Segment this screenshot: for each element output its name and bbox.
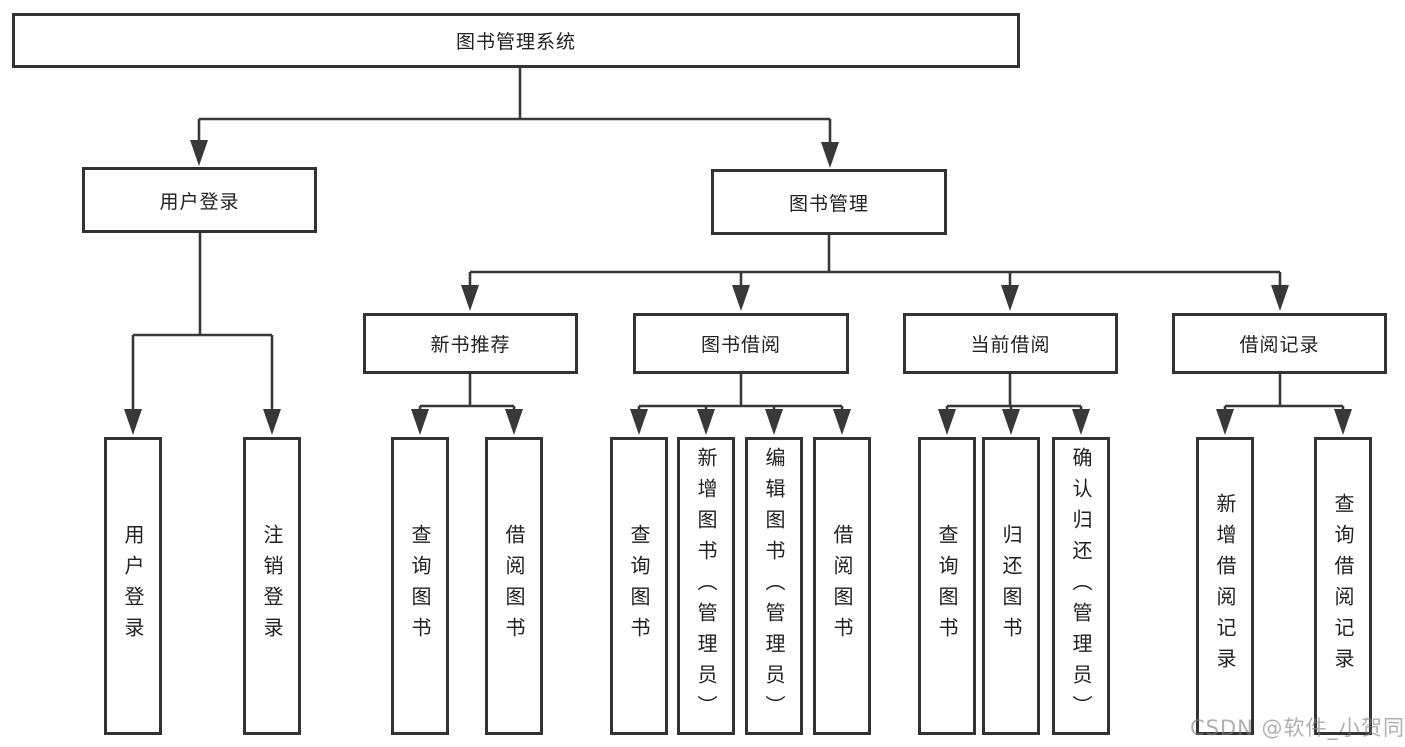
leaf-user-login: 用户登录 (104, 437, 162, 735)
node-new-book-recommend: 新书推荐 (363, 313, 578, 374)
leaf-query-books-borrow-label: 查询图书 (627, 524, 651, 648)
leaf-user-login-label: 用户登录 (121, 524, 145, 648)
node-borrow-records-label: 借阅记录 (1239, 334, 1320, 356)
node-root-label: 图书管理系统 (455, 31, 576, 53)
node-book-borrow-label: 图书借阅 (700, 334, 781, 356)
leaf-confirm-return-admin: 确认归还（管理员） (1052, 437, 1110, 735)
leaf-logout: 注销登录 (243, 437, 301, 735)
leaf-query-books-recommend-label: 查询图书 (408, 524, 432, 648)
node-root: 图书管理系统 (12, 13, 1020, 68)
leaf-query-borrow-record: 查询借阅记录 (1314, 437, 1372, 735)
leaf-add-book-admin: 新增图书（管理员） (677, 437, 735, 735)
leaf-return-book-label: 归还图书 (999, 524, 1023, 648)
leaf-borrow-books-label: 借阅图书 (830, 524, 854, 648)
node-current-borrow: 当前借阅 (903, 313, 1118, 374)
leaf-query-books-recommend: 查询图书 (391, 437, 449, 735)
leaf-borrow-books: 借阅图书 (813, 437, 871, 735)
leaf-query-borrow-record-label: 查询借阅记录 (1331, 493, 1355, 679)
leaf-add-borrow-record: 新增借阅记录 (1196, 437, 1254, 735)
leaf-query-books-borrow: 查询图书 (610, 437, 668, 735)
leaf-logout-label: 注销登录 (260, 524, 284, 648)
leaf-edit-book-admin-label: 编辑图书（管理员） (762, 446, 786, 726)
node-book-management-label: 图书管理 (788, 192, 869, 215)
leaf-add-borrow-record-label: 新增借阅记录 (1213, 493, 1237, 679)
node-book-borrow: 图书借阅 (633, 313, 849, 374)
leaf-confirm-return-admin-label: 确认归还（管理员） (1069, 446, 1093, 726)
leaf-borrow-books-recommend-label: 借阅图书 (502, 524, 526, 648)
leaf-return-book: 归还图书 (982, 437, 1040, 735)
node-book-management: 图书管理 (711, 169, 947, 235)
node-user-login: 用户登录 (82, 167, 317, 233)
leaf-add-book-admin-label: 新增图书（管理员） (694, 446, 718, 726)
watermark: CSDN @软件_小贺同学 (1190, 716, 1405, 740)
node-new-book-recommend-label: 新书推荐 (430, 334, 511, 356)
node-current-borrow-label: 当前借阅 (970, 334, 1051, 356)
leaf-borrow-books-recommend: 借阅图书 (485, 437, 543, 735)
node-borrow-records: 借阅记录 (1172, 313, 1387, 374)
leaf-edit-book-admin: 编辑图书（管理员） (745, 437, 803, 735)
leaf-query-books-current-label: 查询图书 (935, 524, 959, 648)
leaf-query-books-current: 查询图书 (918, 437, 976, 735)
node-user-login-label: 用户登录 (159, 190, 240, 213)
